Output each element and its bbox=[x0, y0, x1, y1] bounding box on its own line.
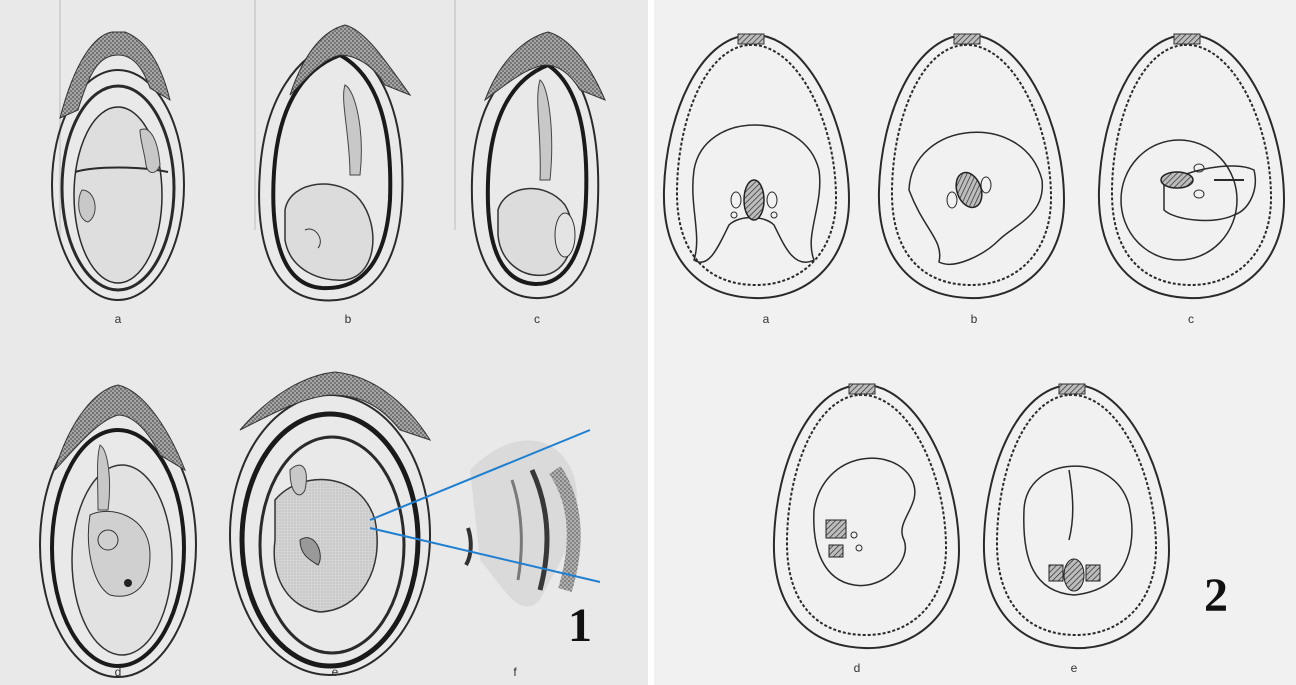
ovule-1d bbox=[40, 385, 196, 677]
ovule-2b bbox=[879, 34, 1064, 298]
sublabel-2c: c bbox=[1188, 312, 1194, 326]
ovule-2c bbox=[1099, 34, 1284, 298]
detail-1f bbox=[466, 440, 577, 606]
sublabel-1c: c bbox=[534, 312, 540, 326]
ovule-1e bbox=[230, 372, 430, 675]
sublabel-2e: e bbox=[1071, 661, 1078, 675]
panel-number-1: 1 bbox=[568, 598, 592, 653]
sublabel-2d: d bbox=[854, 661, 861, 675]
sublabel-1d: d bbox=[115, 665, 122, 679]
panel-1: a b c d e f 1 bbox=[0, 0, 648, 685]
sublabel-1e: e bbox=[332, 665, 339, 679]
ovule-1a bbox=[52, 32, 184, 300]
sublabel-1a: a bbox=[115, 312, 122, 326]
ovule-2d bbox=[774, 384, 959, 648]
panel-number-2: 2 bbox=[1204, 568, 1228, 623]
sublabel-1b: b bbox=[345, 312, 352, 326]
sublabel-2b: b bbox=[971, 312, 978, 326]
ovule-1c bbox=[472, 32, 605, 298]
panel-2-drawing bbox=[654, 0, 1296, 685]
panel-2: a b c d e 2 bbox=[654, 0, 1296, 685]
ovule-2a bbox=[664, 34, 849, 298]
ovule-1b bbox=[259, 25, 410, 300]
sublabel-2a: a bbox=[763, 312, 770, 326]
ovule-2e bbox=[984, 384, 1169, 648]
panel-1-drawing bbox=[0, 0, 648, 685]
sublabel-1f: f bbox=[513, 665, 516, 679]
